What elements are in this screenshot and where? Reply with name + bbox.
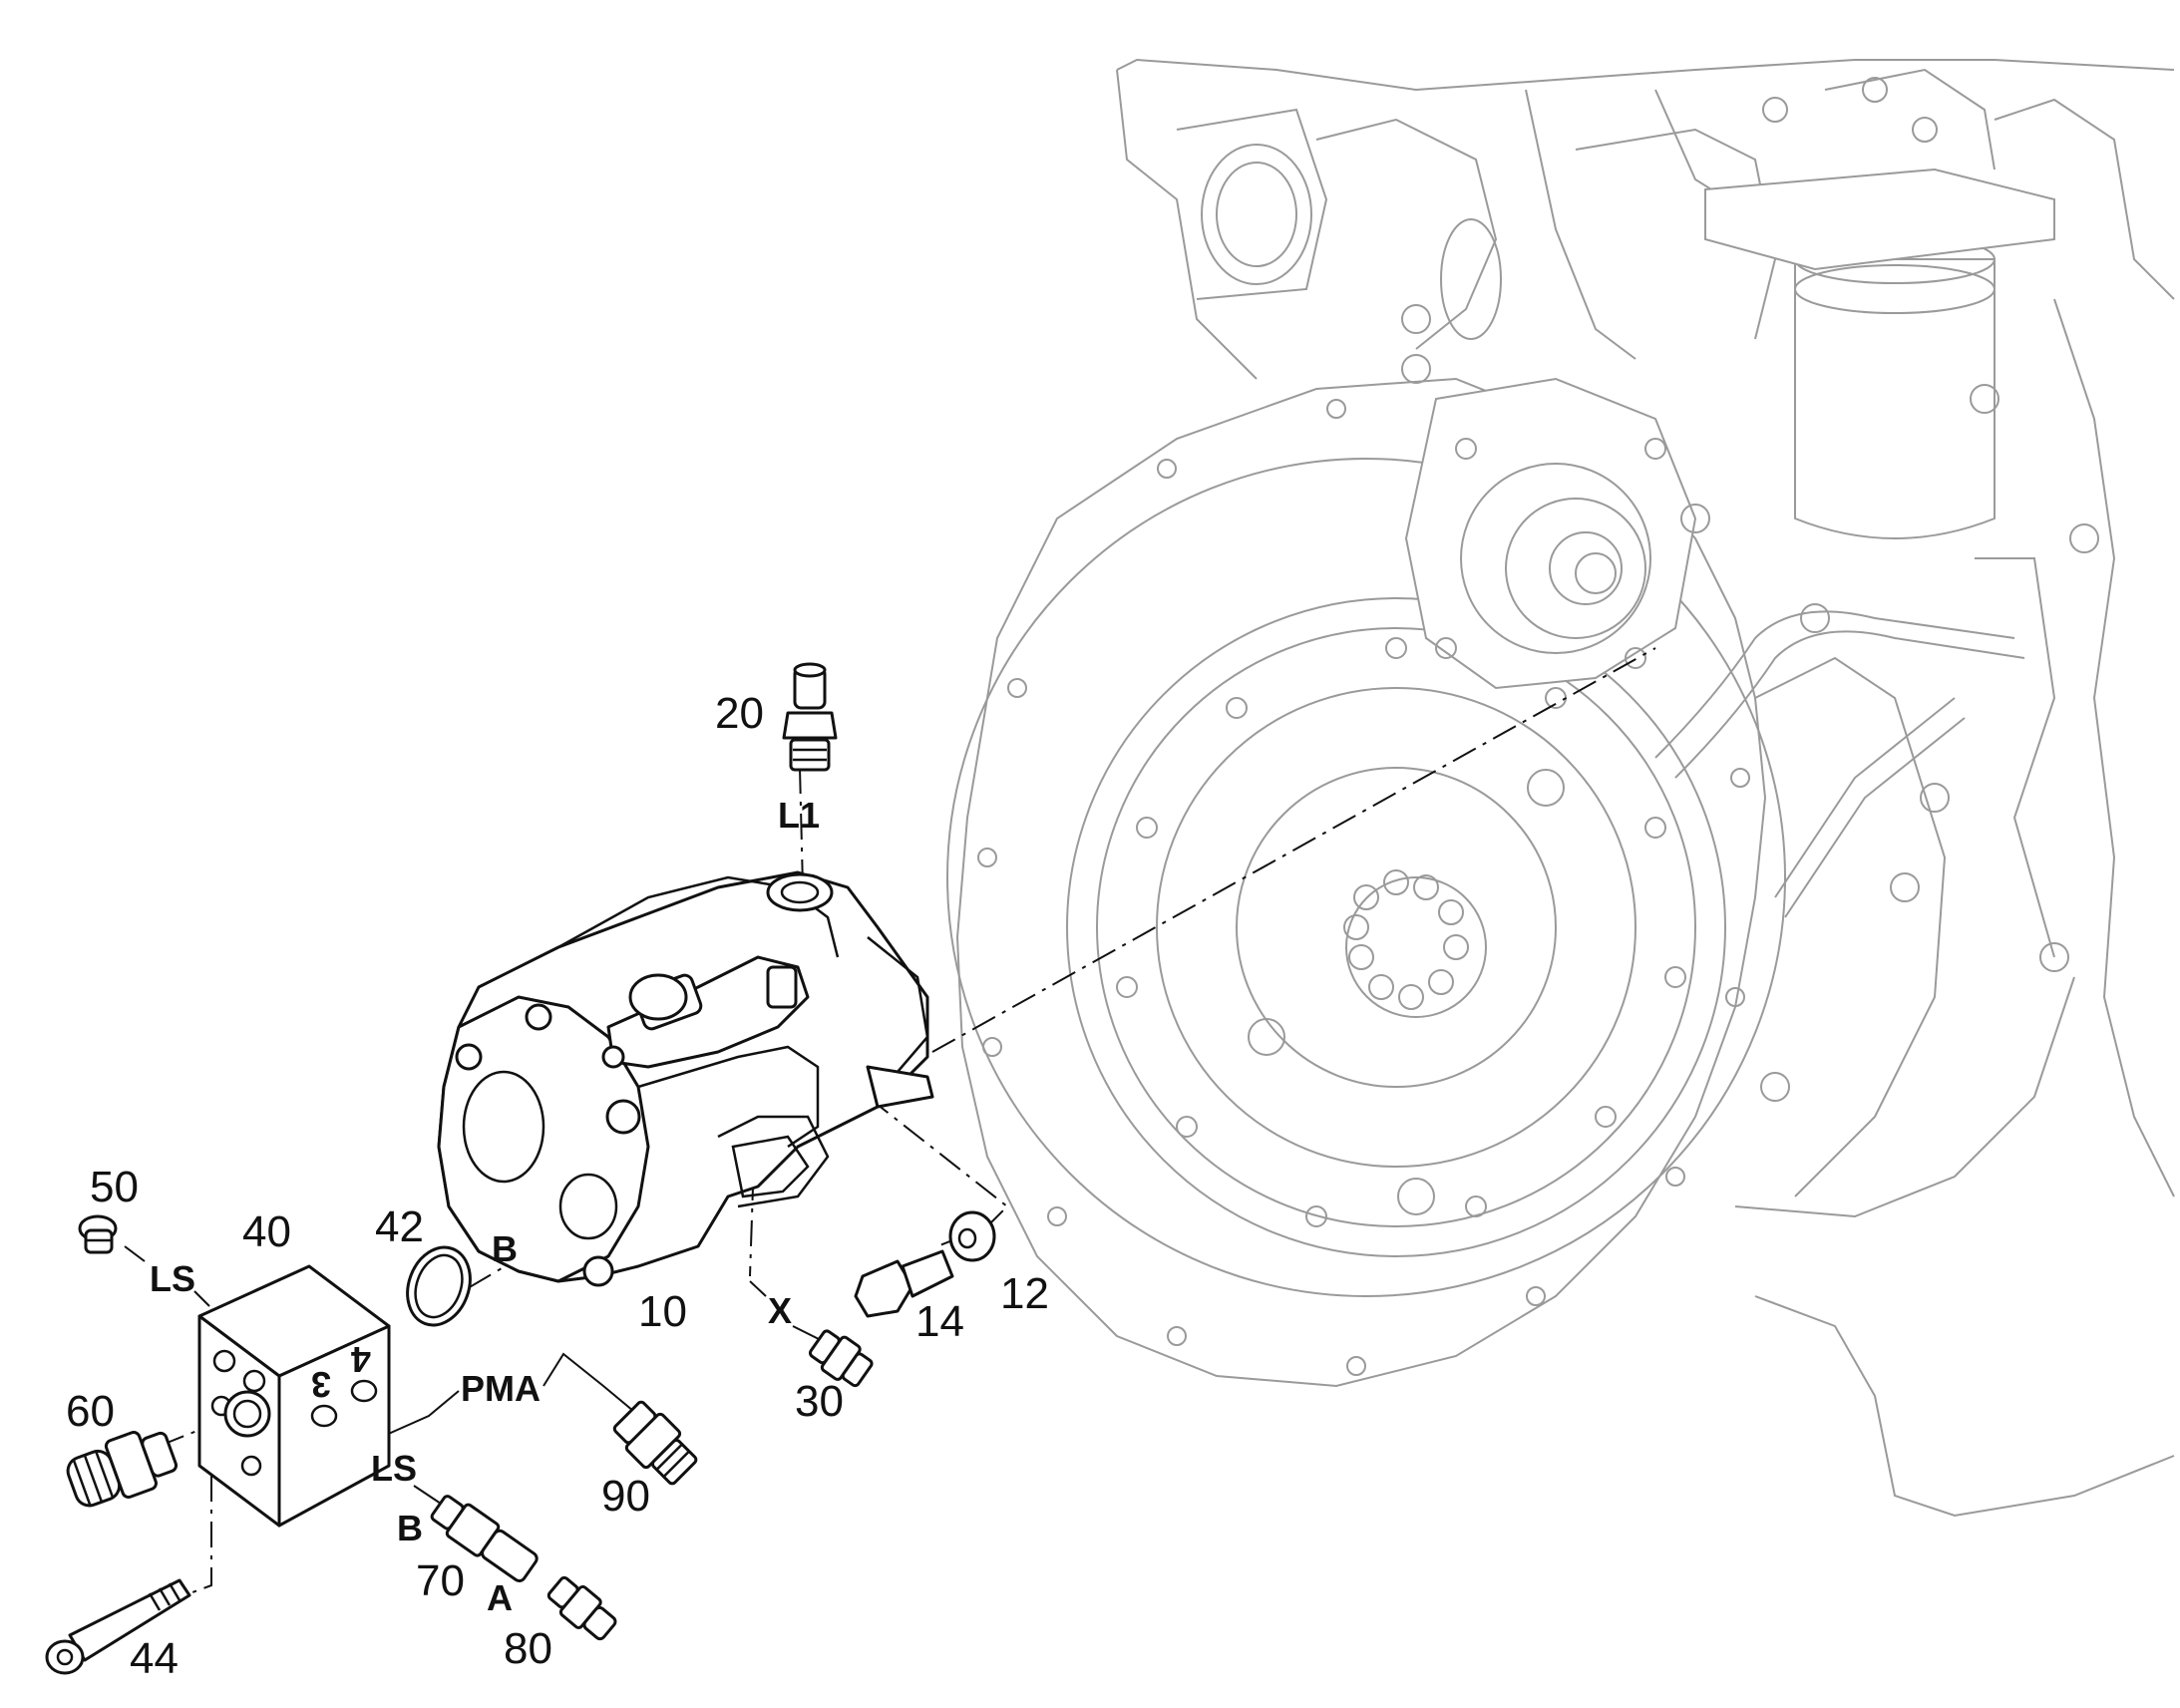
- bolt-44-axis: [183, 1476, 212, 1596]
- hub-bolts: [1343, 869, 1469, 1010]
- x-port-axis: [749, 1036, 759, 1277]
- pma-leader: [383, 1390, 460, 1437]
- engine-block: [1116, 58, 2175, 1518]
- flywheel-face: [1156, 687, 1636, 1168]
- fitting-30[interactable]: [806, 1325, 876, 1391]
- hydraulic-pump[interactable]: [437, 870, 934, 1287]
- pump-rear-port: [462, 1070, 545, 1184]
- ls-upper-leader-2: [193, 1290, 210, 1307]
- flywheel-rim: [1096, 627, 1696, 1227]
- fuel-filter: [1794, 258, 1996, 539]
- port-b-valve: B: [397, 1508, 423, 1548]
- callout-44: 44: [130, 1634, 179, 1683]
- port-b-pump: B: [492, 1228, 518, 1269]
- ls-lower-leader-2: [413, 1485, 445, 1507]
- callout-20: 20: [715, 689, 764, 738]
- callout-50: 50: [90, 1163, 139, 1211]
- fitting-80[interactable]: [544, 1572, 620, 1645]
- pma-leader-2: [543, 1352, 634, 1412]
- valve-70[interactable]: [428, 1491, 542, 1585]
- callout-12: 12: [1000, 1269, 1049, 1318]
- port-l1: L1: [778, 795, 820, 836]
- callout-70: 70: [416, 1556, 465, 1605]
- flywheel-bolt-holes: [1116, 637, 1686, 1227]
- pto-flange: [1404, 377, 1697, 690]
- pump-mount-ear: [866, 1065, 934, 1109]
- port-ls-upper: LS: [150, 1258, 195, 1299]
- callout-42: 42: [375, 1202, 424, 1251]
- port-labels: L1 B X LS PMA LS B A: [150, 795, 820, 1618]
- flywheel-center: [1345, 876, 1487, 1018]
- block-mark-3: 3: [311, 1364, 331, 1405]
- callout-10: 10: [638, 1287, 687, 1336]
- fitting-20[interactable]: [782, 662, 838, 772]
- fitting-60[interactable]: [62, 1422, 181, 1514]
- fuel-pipe: [1654, 610, 2015, 759]
- plug-50[interactable]: [78, 1214, 118, 1254]
- callout-90: 90: [601, 1472, 650, 1521]
- callout-40: 40: [242, 1207, 291, 1256]
- l1-port-axis: [799, 767, 804, 888]
- port-pma: PMA: [461, 1368, 541, 1409]
- flywheel-outer: [1066, 597, 1726, 1257]
- housing-bolt-ring: [946, 458, 1786, 1297]
- port-a-valve: A: [487, 1577, 513, 1618]
- l1-port-boss: [766, 872, 834, 912]
- port-ls-lower: LS: [371, 1448, 417, 1489]
- callout-labels: 10 12 14 20 30 40 42 44 50 60 70 80 90: [66, 689, 1049, 1683]
- callout-14: 14: [915, 1297, 964, 1346]
- pump-to-flange-axis: [931, 647, 1656, 1053]
- callout-30: 30: [795, 1377, 844, 1426]
- sensor-90[interactable]: [609, 1397, 702, 1490]
- ls-upper-leader: [124, 1245, 146, 1262]
- bolt-14[interactable]: [854, 1249, 954, 1318]
- block-side: [277, 1324, 391, 1528]
- valve-block-40[interactable]: 3 4: [197, 1264, 391, 1528]
- o-ring-42[interactable]: [397, 1238, 481, 1334]
- port-x: X: [768, 1290, 792, 1331]
- callout-60: 60: [66, 1387, 115, 1436]
- pump-controller: [606, 955, 810, 1069]
- x-leader: [749, 1280, 767, 1297]
- block-mark-4: 4: [351, 1339, 371, 1380]
- washer-12[interactable]: [948, 1210, 996, 1262]
- callout-80: 80: [504, 1624, 552, 1673]
- bolt-44[interactable]: [45, 1578, 191, 1675]
- engine-assembly: [946, 58, 2175, 1518]
- flywheel-hub: [1236, 767, 1557, 1088]
